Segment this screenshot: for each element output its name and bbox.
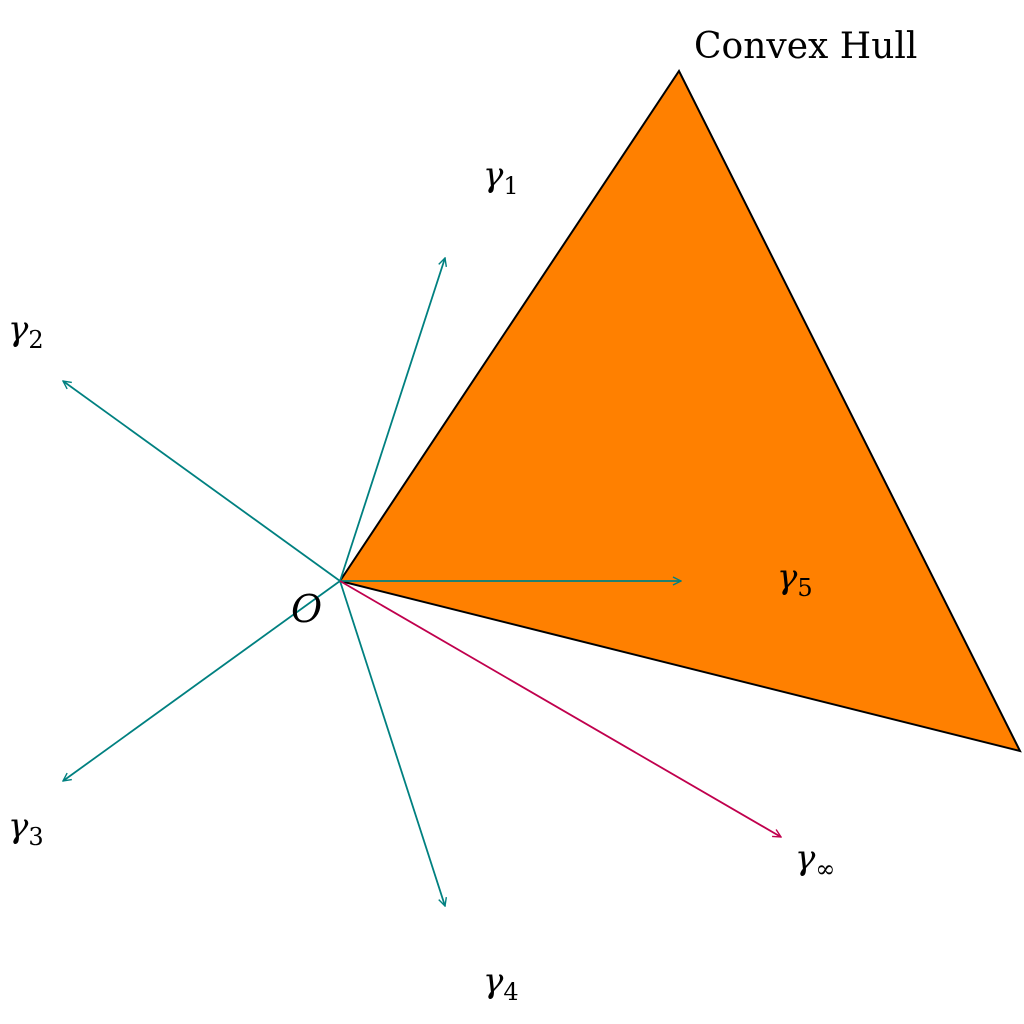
gamma-3-label: γ3 xyxy=(8,806,44,851)
ray-gamma-3 xyxy=(63,580,341,781)
convex-hull-triangle xyxy=(338,69,1022,753)
gamma-1-label: γ1 xyxy=(483,155,519,200)
gamma-2-label: γ2 xyxy=(8,309,44,354)
ray-gamma-infinity xyxy=(339,580,781,837)
gamma-4-label: γ4 xyxy=(483,961,519,1006)
convex-hull-label: Convex Hull xyxy=(694,26,917,67)
origin-label: O xyxy=(291,587,322,631)
gamma-infinity-label: γ∞ xyxy=(795,838,835,883)
gamma-5-label: γ5 xyxy=(777,557,813,602)
ray-gamma-1 xyxy=(339,258,445,582)
ray-gamma-2 xyxy=(63,381,341,582)
ray-gamma-4 xyxy=(339,580,445,906)
